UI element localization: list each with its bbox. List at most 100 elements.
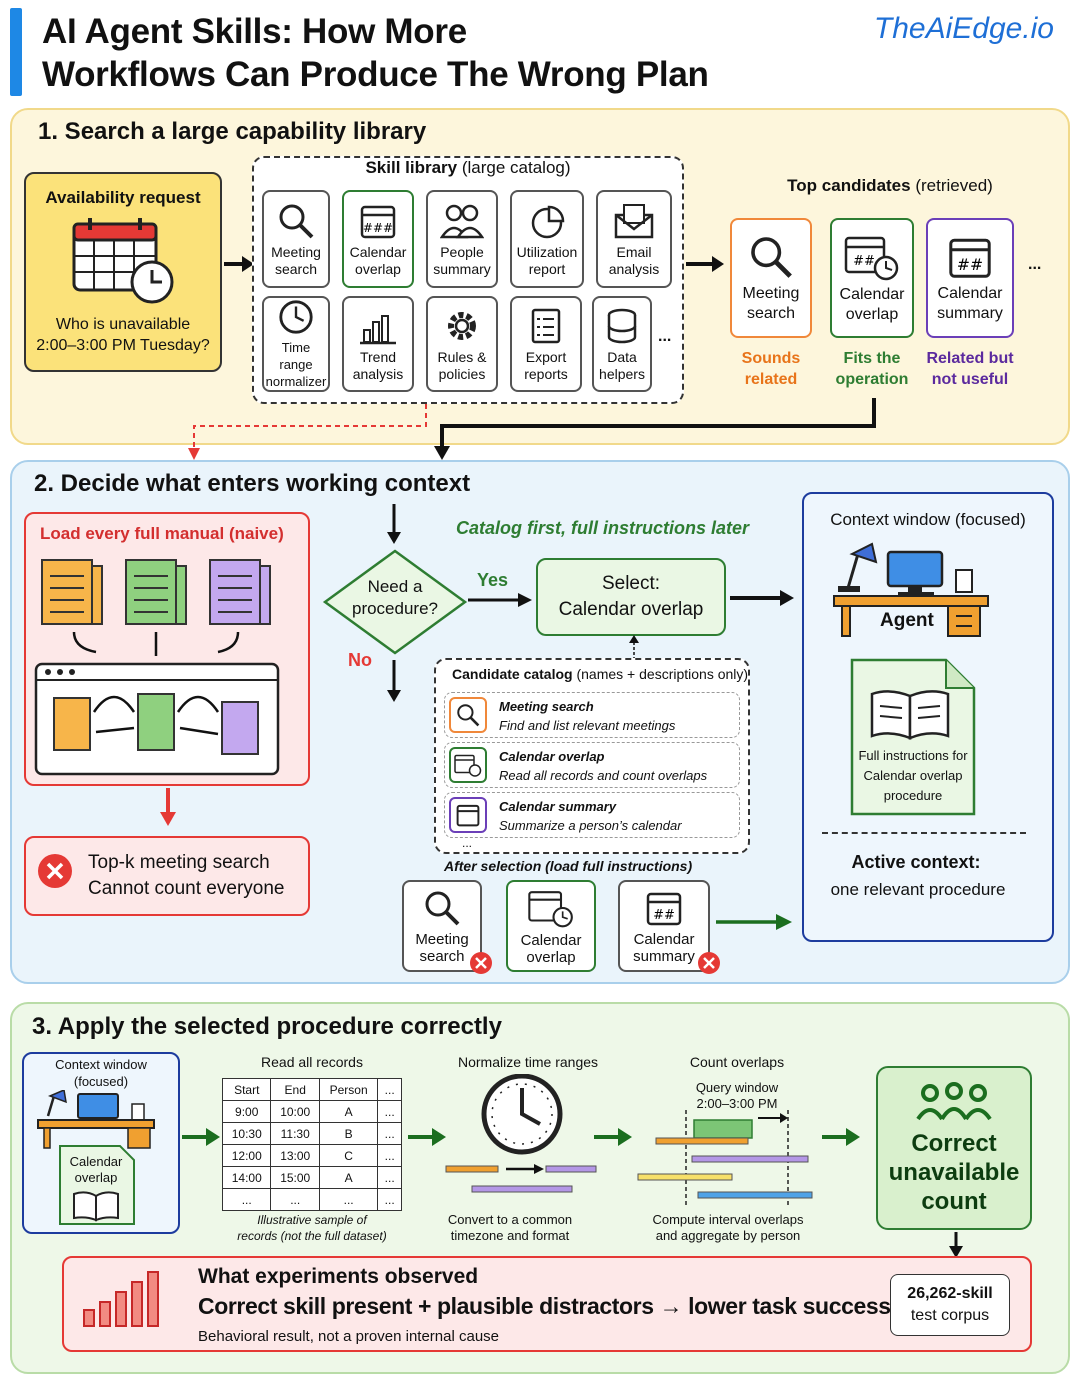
table-cell: 11:30 [270,1122,320,1145]
bar-chart-icon [360,314,396,344]
tile-label: policies [438,365,486,382]
tile-label: summary [433,260,491,277]
candidates-ellipsis: ... [1028,256,1042,273]
note-line: Convert to a common [447,1212,573,1227]
catalog-item-meeting-search[interactable]: Meeting search Find and list relevant me… [444,692,740,738]
calendar-clock-icon: ## [844,236,899,280]
context-window-title: Context window (focused) [830,510,1026,529]
tile-label: overlap [355,260,401,277]
tile-label: summary [633,947,695,965]
arrow-no [387,660,401,702]
catalog-item-calendar-summary[interactable]: Calendar summary Summarize a person’s ca… [444,792,740,838]
table-header-cell: Start [221,1078,272,1101]
note-line: Compute interval overlaps [652,1212,804,1227]
table-header-row: Start End Person ... [221,1078,402,1101]
catalog-item-calendar-overlap[interactable]: Calendar overlap Read all records and co… [444,742,740,788]
decision-line: procedure? [351,599,438,618]
observed-sub: Behavioral result, not a proven internal… [198,1328,500,1345]
svg-text:##: ## [653,908,675,923]
table-cell: 15:00 [270,1166,320,1189]
tile-label: Meeting [271,243,321,260]
arrow-yes [468,593,532,607]
failure-line: Top-k meeting search [88,852,270,873]
count-overlaps-title: Count overlaps [689,1054,785,1070]
catalog-subtitle: (names + descriptions only) [576,666,749,682]
candidates-title: Top candidates [787,176,911,195]
candidate-catalog-heading: Candidate catalog (names + descriptions … [452,666,748,682]
note-line: related [744,371,798,388]
tile-label: analysis [608,260,660,277]
candidates-subtitle: (retrieved) [915,176,993,195]
select-calendar-overlap-box[interactable]: Select:Calendar overlap [536,558,726,636]
availability-request-card: Availability request Who is unavailable … [24,172,222,372]
title-line-2: Workflows Can Produce The Wrong Plan [42,55,709,94]
result-line: unavailable [888,1158,1020,1186]
doc-line: Calendar [69,1154,123,1169]
calendar-clock-icon [528,890,573,927]
request-label: Availability request [45,188,201,207]
section-2-title: 2. Decide what enters working context [34,470,471,497]
title-accent-bar [10,8,22,96]
read-records-title: Read all records [261,1054,363,1070]
agent-label: Agent [880,610,934,631]
table-cell: ... [377,1122,402,1145]
connector-arrows-to-section-2 [188,398,876,460]
open-book-icon [870,690,950,740]
tile-label: Email [616,243,652,260]
tile-label: normalizer [265,374,327,389]
no-label: No [348,650,372,670]
catalog-more: ... [462,836,473,850]
skill-tile-time-range-normalizer[interactable]: Time range normalizer [262,296,330,392]
catalog-item-name: Meeting search [499,699,594,714]
corpus-badge: 26,262-skill test corpus [890,1274,1010,1336]
instr-line: Full instructions for [858,748,968,763]
tile-label: Utilization [516,243,578,260]
skill-tile-rules-policies[interactable]: Rules &policies [426,296,498,392]
corpus-line: 26,262-skill [907,1285,993,1302]
svg-text:###: ### [363,221,393,235]
arrow-step-4 [822,1128,860,1146]
table-cell: A [318,1166,379,1189]
tile-label: Data [607,348,637,365]
table-cell: 10:30 [221,1122,272,1145]
catalog-first-label: Catalog first, full instructions later [456,518,750,538]
corpus-line: test corpus [910,1307,990,1324]
arrow-green-to-context [716,914,792,930]
error-x-icon [38,854,72,888]
people-group-icon [916,1081,992,1120]
tile-label: analysis [352,365,404,382]
result-line: Correct [911,1129,997,1157]
tile-label: Time range [279,340,313,372]
arrow-catalog-to-select [629,635,639,660]
observed-main: Correct skill present + plausible distra… [198,1293,891,1319]
active-context-title: Active context: [851,852,981,872]
table-cell: A [318,1100,379,1123]
calendar-grid-icon: ## [949,238,991,278]
skill-library-title: Skill library [365,158,458,177]
mini-agent-desk [37,1090,155,1225]
